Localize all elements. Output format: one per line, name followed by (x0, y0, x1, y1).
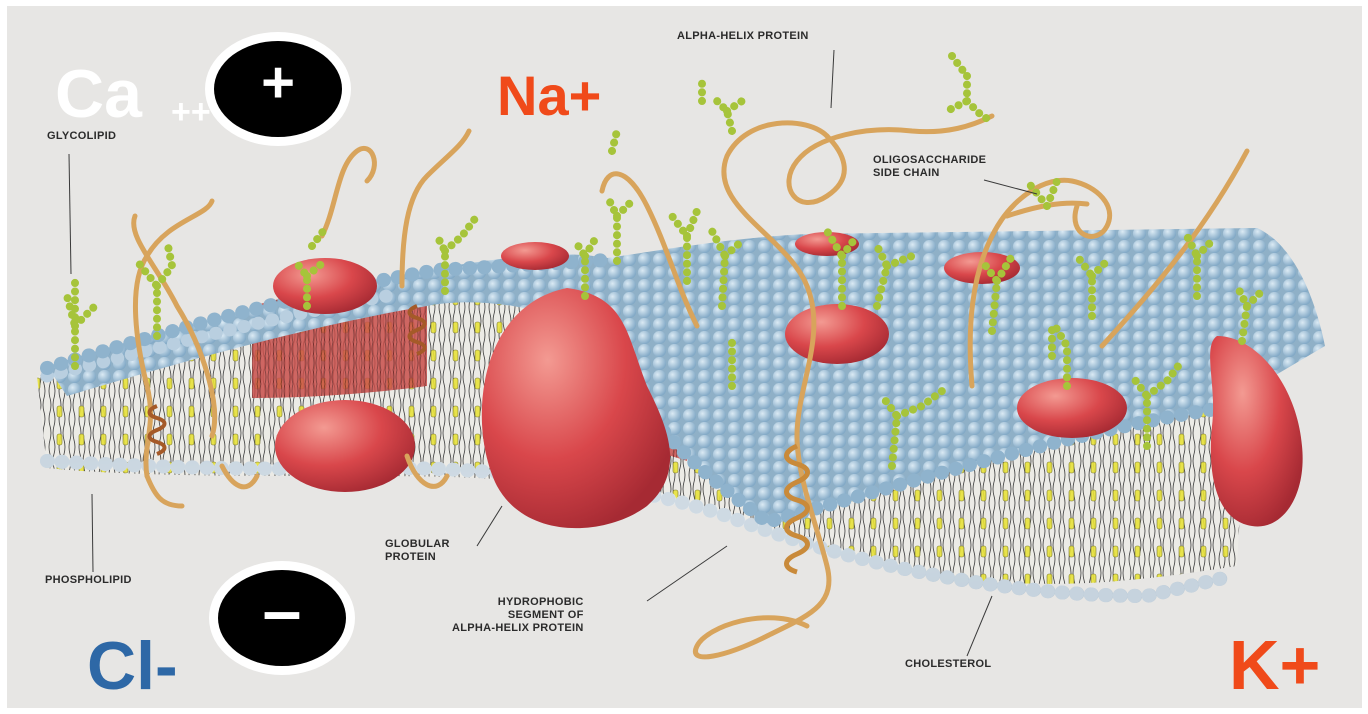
label-globular-protein: GLOBULAR PROTEIN (385, 538, 450, 564)
label-globular-line2: PROTEIN (385, 551, 450, 564)
negative-sign: – (263, 571, 302, 649)
ion-potassium: K+ (1229, 630, 1320, 700)
label-hydrophobic-line2: SEGMENT OF (452, 609, 584, 622)
label-oligosaccharide-side-chain: OLIGOSACCHARIDE SIDE CHAIN (873, 154, 986, 180)
label-cholesterol: CHOLESTEROL (905, 658, 991, 671)
label-oligosaccharide-line1: OLIGOSACCHARIDE (873, 154, 986, 167)
label-phospholipid: PHOSPHOLIPID (45, 574, 132, 587)
ion-sodium: Na+ (497, 68, 601, 124)
label-hydrophobic-line1: HYDROPHOBIC (452, 596, 584, 609)
ion-chloride: Cl- (87, 632, 178, 700)
membrane-diagram-panel: + – GLYCOLIPID ALPHA-HELIX PROTEIN OLIGO… (7, 6, 1362, 708)
label-alpha-helix-protein: ALPHA-HELIX PROTEIN (677, 30, 809, 43)
ion-calcium: Ca (55, 60, 142, 128)
ion-calcium-charge: ++ (171, 93, 211, 132)
label-hydrophobic-segment: HYDROPHOBIC SEGMENT OF ALPHA-HELIX PROTE… (452, 596, 584, 635)
label-oligosaccharide-line2: SIDE CHAIN (873, 167, 986, 180)
label-globular-line1: GLOBULAR (385, 538, 450, 551)
label-hydrophobic-line3: ALPHA-HELIX PROTEIN (452, 622, 584, 635)
positive-sign: + (261, 50, 295, 115)
